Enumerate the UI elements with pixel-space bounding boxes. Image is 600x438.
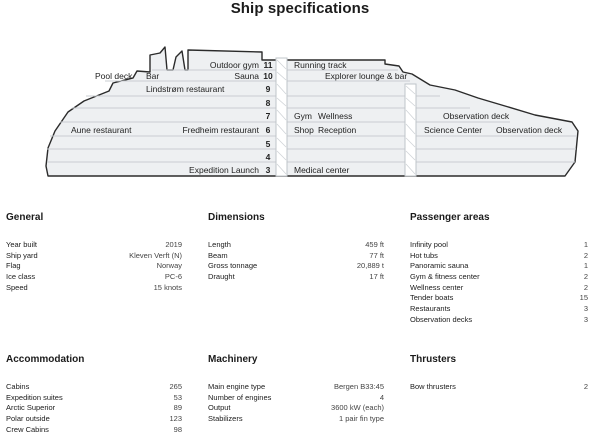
- label-aune-restaurant: Aune restaurant: [71, 125, 132, 135]
- spec-general-title: General: [6, 212, 44, 223]
- deck-number-11: 11: [263, 60, 273, 70]
- label-wellness: Wellness: [318, 111, 353, 121]
- deck-number-4: 4: [265, 152, 271, 162]
- label-sauna: Sauna: [234, 71, 259, 81]
- deck-number-9: 9: [265, 84, 271, 94]
- ship-deck-diagram: [45, 46, 579, 177]
- spec-thrusters-title: Thrusters: [410, 354, 457, 365]
- label-expedition-launch: Expedition Launch: [189, 165, 259, 175]
- deck-number-3: 3: [265, 165, 271, 175]
- label-lindstrom-restaurant: Lindstrøm restaurant: [146, 84, 225, 94]
- deck-number-7: 7: [265, 111, 271, 121]
- label-pool-deck: Pool deck: [95, 71, 133, 81]
- label-explorer-lounge: Explorer lounge & bar: [325, 71, 408, 81]
- label-observation-deck-7: Observation deck: [443, 111, 510, 121]
- label-fredheim-restaurant: Fredheim restaurant: [182, 125, 259, 135]
- label-medical-center: Medical center: [294, 165, 350, 175]
- label-shop: Shop: [294, 125, 314, 135]
- label-running-track: Running track: [294, 60, 347, 70]
- label-outdoor-gym: Outdoor gym: [209, 60, 259, 70]
- page-title: Ship specifications: [230, 0, 370, 17]
- label-observation-deck-6: Observation deck: [496, 125, 563, 135]
- spec-accommodation-title: Accommodation: [6, 354, 85, 365]
- stair-shafts: [275, 57, 417, 177]
- deck-number-6: 6: [265, 125, 271, 135]
- label-gym: Gym: [294, 111, 312, 121]
- label-bar: Bar: [146, 71, 160, 81]
- spec-machinery-title: Machinery: [208, 354, 258, 365]
- label-science-center: Science Center: [424, 125, 483, 135]
- spec-passenger-areas-title: Passenger areas: [410, 212, 490, 223]
- deck-number-10: 10: [263, 71, 273, 81]
- deck-number-8: 8: [265, 98, 271, 108]
- spec-dimensions-title: Dimensions: [208, 212, 265, 223]
- label-reception: Reception: [318, 125, 357, 135]
- deck-number-5: 5: [265, 139, 271, 149]
